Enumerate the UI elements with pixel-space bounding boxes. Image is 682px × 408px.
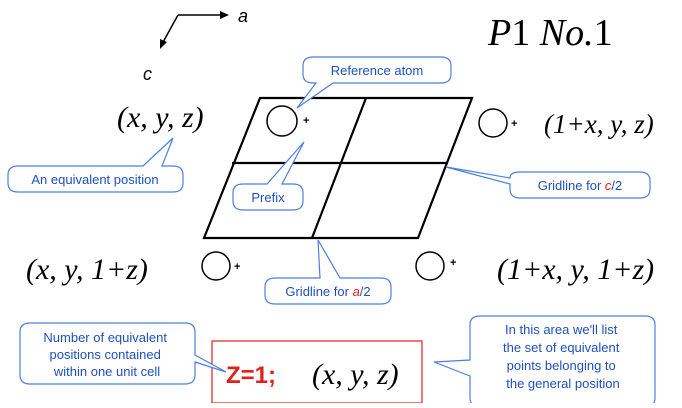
position-bottom-right: (1+x, y, 1+z) bbox=[497, 253, 654, 286]
svg-text:Number of equivalent po: Number of equivalent positions contained… bbox=[43, 330, 170, 379]
callout-equivalent-position: An equivalent position bbox=[7, 137, 184, 193]
svg-text:Prefix: Prefix bbox=[251, 190, 285, 205]
svg-text:Reference atom: Reference atom bbox=[331, 63, 424, 78]
axis-c-label: c bbox=[143, 64, 152, 84]
callout-reference-atom: Reference atom bbox=[296, 56, 452, 109]
space-group-title: P1 No.1 bbox=[487, 12, 613, 54]
callout-list-area: In this area we'll list the set of equiv… bbox=[433, 315, 656, 408]
callout-prefix: Prefix bbox=[232, 141, 305, 211]
prefix-sign-reference: + bbox=[303, 115, 309, 127]
callout-gridline-c: Gridline for c/2 bbox=[445, 166, 651, 199]
position-top-right: (1+x, y, z) bbox=[544, 109, 654, 139]
prefix-sign-bottom-left: + bbox=[234, 261, 240, 273]
unit-cell-grid bbox=[202, 96, 474, 240]
prefix-sign-top-right: + bbox=[511, 118, 517, 130]
reference-atom-circle bbox=[266, 105, 298, 137]
position-bottom-left: (x, y, 1+z) bbox=[26, 253, 148, 286]
z-value: Z=1; bbox=[226, 362, 276, 389]
z-box: Z=1; (x, y, z) bbox=[211, 340, 423, 404]
axis-arrows bbox=[160, 11, 229, 49]
z-position: (x, y, z) bbox=[312, 358, 399, 391]
svg-text:Gridline for a/2: Gridline for a/2 bbox=[285, 284, 370, 299]
svg-text:Gridline for c/2: Gridline for c/2 bbox=[538, 178, 623, 193]
axis-a-label: a bbox=[238, 6, 248, 26]
atom-circle-top-right bbox=[478, 108, 508, 138]
atom-circle-bottom-right bbox=[415, 251, 445, 281]
svg-text:An equivalent position: An equivalent position bbox=[31, 172, 158, 187]
callout-number-equivalent: Number of equivalent positions contained… bbox=[19, 322, 227, 385]
callout-gridline-a: Gridline for a/2 bbox=[264, 239, 392, 305]
prefix-sign-bottom-right: + bbox=[450, 257, 456, 269]
atom-circle-bottom-left bbox=[201, 251, 231, 281]
svg-text:In this area we'll list: In this area we'll list the set of equiv… bbox=[503, 322, 623, 391]
position-top-left: (x, y, z) bbox=[117, 101, 204, 134]
gridline-a-half bbox=[310, 97, 368, 239]
